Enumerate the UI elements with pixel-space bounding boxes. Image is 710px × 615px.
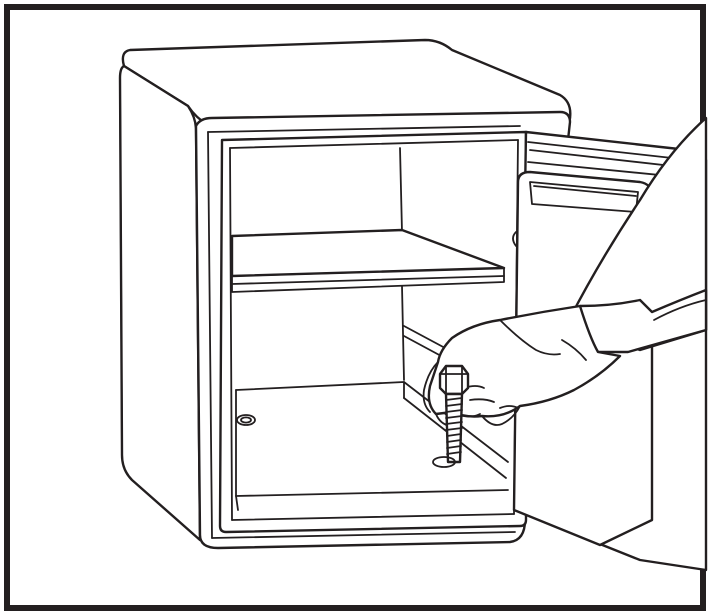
anchor-hole-left xyxy=(237,415,255,425)
shelf xyxy=(232,230,504,292)
hand-holding-bolt xyxy=(424,118,706,426)
anchor-bolt xyxy=(433,366,468,467)
interior-floor xyxy=(236,326,508,510)
